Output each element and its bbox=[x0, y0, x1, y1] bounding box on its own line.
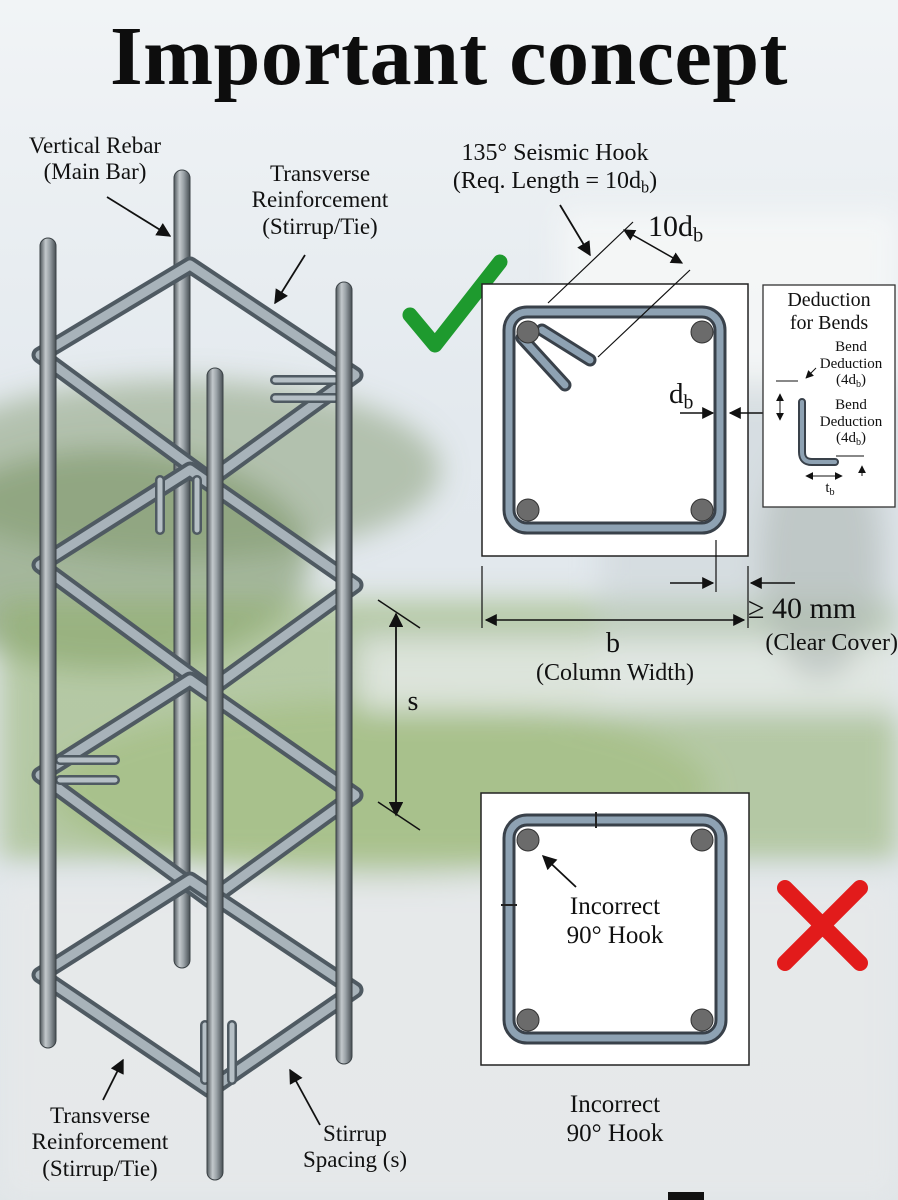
label-stirrup-spacing-line-1: Stirrup bbox=[323, 1121, 387, 1146]
label-cover-value: ≥ 40 mm bbox=[748, 592, 857, 625]
label-vertical-rebar-line-1: Vertical Rebar bbox=[28, 133, 162, 158]
label-s-symbol: s bbox=[407, 686, 419, 717]
label-bend-deduction-2: Bend Deduction (4db) bbox=[808, 397, 894, 448]
label-bend-2-line-2: Deduction bbox=[819, 413, 883, 430]
label-ten-db: 10db bbox=[648, 210, 748, 248]
label-bend-1-main: (4d bbox=[835, 372, 856, 388]
label-hook-title-close: ) bbox=[649, 167, 658, 194]
label-bend-deduction-1: Bend Deduction (4db) bbox=[808, 339, 894, 390]
vertical-rebar-back bbox=[173, 169, 191, 969]
cross-mark-icon bbox=[777, 880, 868, 971]
label-incorrect-inner-line-1: Incorrect bbox=[569, 893, 661, 920]
label-ten-db-subscript: b bbox=[693, 224, 704, 247]
label-bend-1-subscript: b bbox=[855, 378, 862, 390]
label-ten-db-main: 10d bbox=[648, 210, 693, 243]
label-incorrect-inner-line-2: 90° Hook bbox=[566, 921, 664, 949]
label-incorrect-caption-line-1: Incorrect bbox=[569, 1091, 661, 1118]
stirrups bbox=[31, 256, 364, 1099]
label-bend-2-line-3: (4db) bbox=[808, 430, 894, 448]
label-deduction-title: Deduction for Bends bbox=[765, 289, 893, 335]
label-cover-caption: (Clear Cover) bbox=[765, 630, 898, 656]
incorrect-section bbox=[480, 792, 750, 1066]
label-transverse-bottom-line-3: (Stirrup/Tie) bbox=[42, 1155, 158, 1181]
label-tb-main: t bbox=[825, 480, 830, 496]
label-deduction-title-line-2: for Bends bbox=[789, 312, 869, 334]
label-db: db bbox=[669, 378, 719, 414]
label-hook-title-line-2: (Req. Length = 10db) bbox=[420, 168, 690, 197]
label-db-subscript: b bbox=[683, 391, 694, 414]
label-stirrup-spacing: Stirrup Spacing (s) bbox=[280, 1121, 430, 1174]
label-bend-1-line-2: Deduction bbox=[819, 355, 883, 372]
page-title: Important concept bbox=[109, 10, 789, 103]
label-bend-1-close: ) bbox=[861, 372, 867, 388]
label-hook-title-line-1: 135° Seismic Hook bbox=[461, 140, 649, 166]
label-width-caption: (Column Width) bbox=[536, 660, 694, 686]
bottom-black-tab bbox=[668, 1192, 704, 1200]
label-bend-1-line-3: (4db) bbox=[808, 372, 894, 390]
label-transverse-bottom-line-1: Transverse bbox=[49, 1103, 151, 1128]
spacing-dimension bbox=[377, 599, 421, 831]
label-deduction-title-line-1: Deduction bbox=[787, 289, 871, 311]
label-vertical-rebar-line-2: (Main Bar) bbox=[43, 159, 147, 185]
label-transverse-bottom-line-2: Reinforcement bbox=[31, 1129, 169, 1155]
rebar-cage bbox=[31, 169, 364, 1181]
label-bend-2-close: ) bbox=[861, 430, 867, 446]
vertical-rebar-front bbox=[39, 237, 353, 1181]
label-incorrect-caption-line-2: 90° Hook bbox=[566, 1119, 664, 1147]
check-mark-icon bbox=[402, 254, 508, 353]
label-hook-title-subscript: b bbox=[641, 177, 650, 197]
label-width-symbol: b bbox=[606, 628, 620, 659]
label-tb: tb bbox=[812, 480, 848, 499]
label-db-main: d bbox=[669, 378, 684, 410]
label-bend-2-line-1: Bend bbox=[835, 397, 867, 413]
label-bend-2-subscript: b bbox=[855, 436, 862, 448]
label-incorrect-inner: Incorrect 90° Hook bbox=[530, 893, 700, 951]
label-tb-subscript: b bbox=[829, 486, 835, 498]
label-hook-title: 135° Seismic Hook (Req. Length = 10db) bbox=[420, 140, 690, 197]
label-transverse-top: Transverse Reinforcement (Stirrup/Tie) bbox=[225, 161, 415, 240]
label-hook-title-main: (Req. Length = 10d bbox=[452, 167, 641, 194]
label-bend-1-line-1: Bend bbox=[835, 339, 867, 355]
label-incorrect-caption: Incorrect 90° Hook bbox=[530, 1091, 700, 1149]
label-transverse-bottom: Transverse Reinforcement (Stirrup/Tie) bbox=[5, 1103, 195, 1182]
label-transverse-top-line-3: (Stirrup/Tie) bbox=[262, 213, 378, 239]
label-transverse-top-line-2: Reinforcement bbox=[251, 187, 389, 213]
label-stirrup-spacing-line-2: Spacing (s) bbox=[302, 1147, 408, 1173]
deduction-box bbox=[762, 284, 896, 508]
cage-leader-arrows bbox=[102, 196, 321, 1126]
correct-section bbox=[481, 204, 795, 628]
label-vertical-rebar: Vertical Rebar (Main Bar) bbox=[5, 133, 185, 186]
label-transverse-top-line-1: Transverse bbox=[269, 161, 371, 186]
label-bend-2-main: (4d bbox=[835, 430, 856, 446]
